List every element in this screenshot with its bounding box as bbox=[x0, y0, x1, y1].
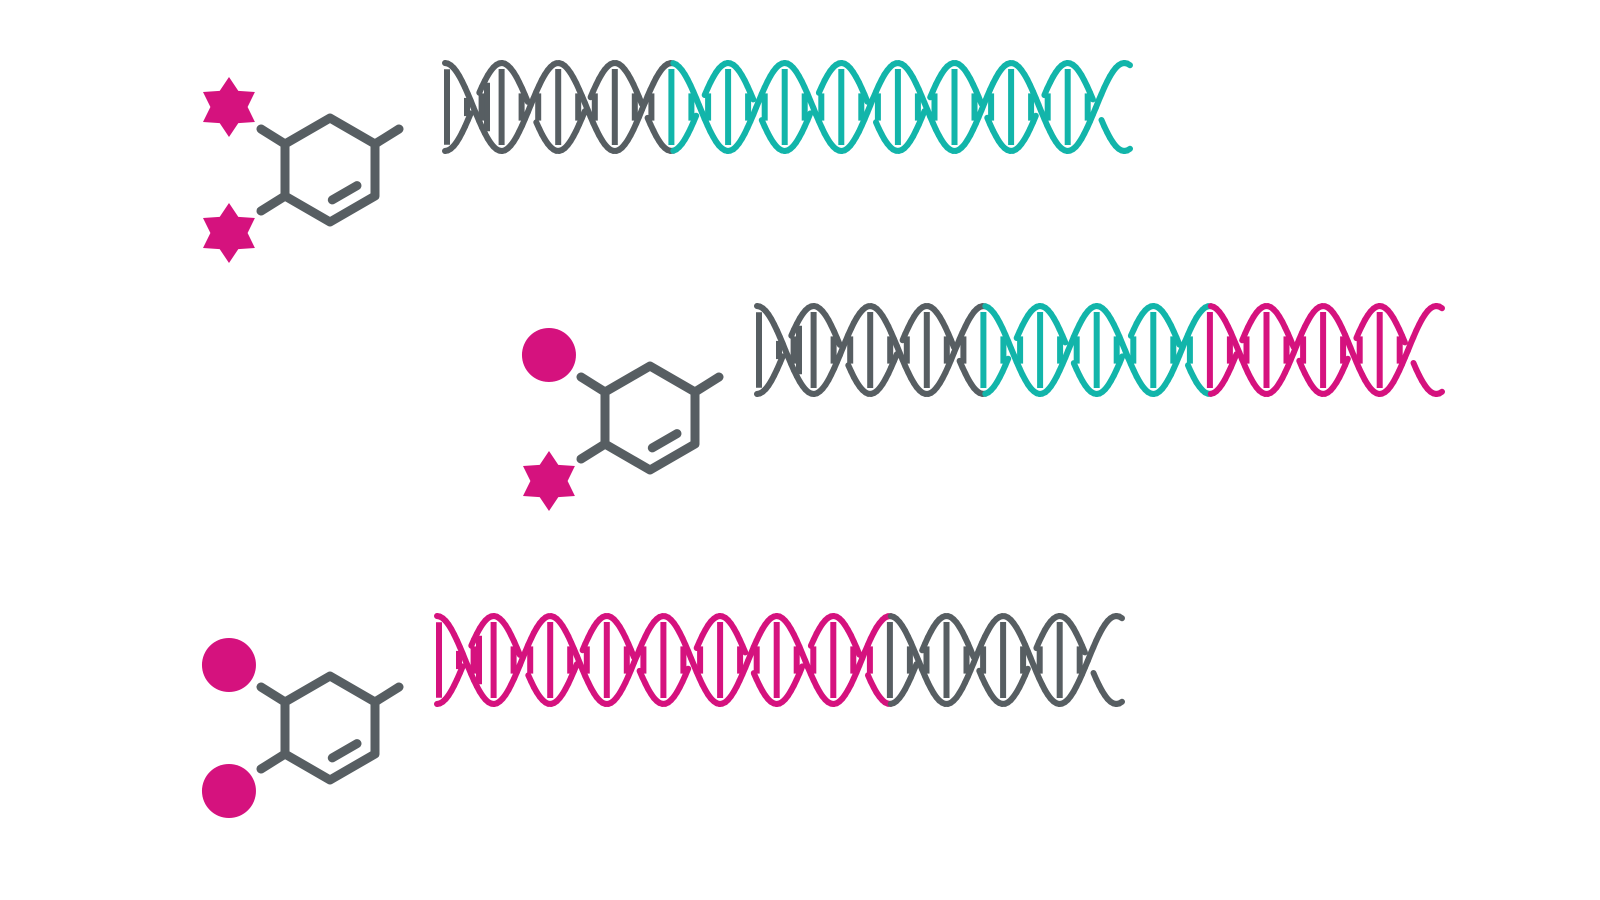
helix-strand-piece bbox=[1030, 112, 1039, 126]
helix-strand-piece bbox=[1116, 613, 1125, 622]
row-3-group bbox=[201, 613, 1125, 818]
helix-strand-piece bbox=[1436, 388, 1445, 397]
helix-strand-piece bbox=[571, 661, 580, 674]
molecule-ring bbox=[256, 671, 404, 785]
bond-upper-right bbox=[370, 124, 404, 149]
bond-upper-left bbox=[576, 372, 610, 397]
molecule-ring bbox=[576, 361, 724, 475]
helix-strand-piece bbox=[1436, 303, 1445, 312]
helix-strand-piece bbox=[804, 110, 814, 124]
helix-strand-piece bbox=[861, 91, 871, 105]
helix-strand-piece bbox=[975, 94, 985, 107]
helix-strand-piece bbox=[891, 351, 900, 364]
helix-strand-piece bbox=[579, 108, 588, 121]
helix-strand-piece bbox=[1116, 353, 1126, 367]
helix-strand-piece bbox=[1116, 698, 1125, 707]
helix-strand-piece bbox=[636, 94, 645, 108]
helix-strand-piece bbox=[1124, 60, 1133, 69]
helix-strand-piece bbox=[1124, 145, 1133, 154]
helix-strand-piece bbox=[948, 337, 957, 351]
molecule-ring bbox=[256, 113, 404, 227]
star-icon bbox=[203, 77, 255, 137]
bond-lower-left bbox=[256, 191, 290, 216]
helix-strand-piece bbox=[690, 112, 700, 126]
bond-lower-left bbox=[256, 749, 290, 774]
hexagon-ring bbox=[280, 671, 380, 785]
helix-strand-piece bbox=[456, 663, 466, 677]
helix-strand-piece bbox=[796, 663, 806, 677]
helix-strand-piece bbox=[521, 91, 531, 105]
circle-icon bbox=[201, 764, 256, 818]
bond-upper-right bbox=[370, 682, 404, 707]
helix-strand-piece bbox=[776, 353, 786, 367]
circle-icon bbox=[521, 328, 576, 382]
helix-strand-piece bbox=[1342, 355, 1351, 369]
dna-helix bbox=[442, 60, 1133, 154]
bond-lower-left bbox=[576, 439, 610, 464]
helix-strand-piece bbox=[464, 110, 474, 124]
double-bond bbox=[327, 181, 362, 205]
star-icon bbox=[523, 451, 575, 511]
helix-strand-piece bbox=[918, 108, 928, 121]
bond-upper-left bbox=[256, 682, 290, 707]
helix-strand-piece bbox=[1287, 337, 1297, 350]
double-bond bbox=[327, 739, 362, 763]
helix-strand-piece bbox=[833, 334, 843, 348]
helix-strand-piece bbox=[853, 644, 863, 658]
dna-helix bbox=[754, 303, 1445, 397]
bond-upper-left bbox=[256, 124, 290, 149]
helix-strand-piece bbox=[513, 644, 523, 658]
hexagon-ring bbox=[600, 361, 700, 475]
dna-helix bbox=[434, 613, 1125, 707]
bond-upper-right bbox=[690, 372, 724, 397]
helix-strand-piece bbox=[910, 661, 920, 674]
helix-strand-piece bbox=[628, 647, 637, 661]
helix-strand-piece bbox=[1173, 334, 1183, 348]
circle-icon bbox=[201, 638, 256, 692]
star-icon bbox=[203, 203, 255, 263]
helix-strand-piece bbox=[1230, 351, 1240, 364]
helix-strand-piece bbox=[1002, 355, 1012, 369]
row-1-group bbox=[203, 60, 1133, 263]
row-2-group bbox=[521, 303, 1445, 511]
hexagon-ring bbox=[280, 113, 380, 227]
helix-strand-piece bbox=[967, 647, 977, 660]
double-bond bbox=[647, 429, 682, 453]
helix-strand-piece bbox=[682, 665, 692, 679]
helix-strand-piece bbox=[1022, 665, 1031, 679]
